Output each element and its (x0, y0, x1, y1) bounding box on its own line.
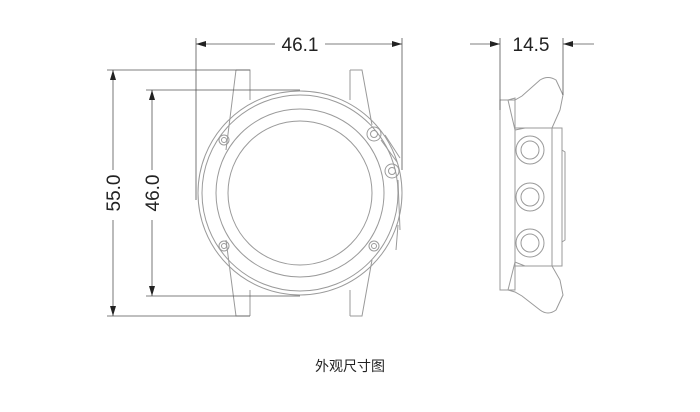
side-buttons (515, 135, 545, 258)
thickness-label: 14.5 (513, 35, 550, 56)
caption: 外观尺寸图 (315, 359, 385, 375)
bezel-inner (215, 108, 385, 278)
side-view (499, 77, 566, 314)
width-label: 46.1 (282, 35, 319, 56)
case-height-label: 46.0 (143, 175, 164, 212)
height-dimension: 55.0 (104, 69, 250, 317)
total-height-label: 55.0 (104, 175, 125, 212)
screws (218, 126, 400, 252)
right-lug (349, 69, 373, 317)
case-height-dimension: 46.0 (143, 89, 300, 297)
bezel-outer (201, 94, 399, 292)
screen (227, 120, 373, 266)
case-outer (197, 90, 403, 296)
front-view (197, 69, 403, 317)
left-lug (225, 69, 251, 317)
thickness-dimension: 14.5 (470, 35, 594, 110)
width-dimension: 46.1 (195, 35, 403, 200)
side-buttons (380, 134, 401, 251)
